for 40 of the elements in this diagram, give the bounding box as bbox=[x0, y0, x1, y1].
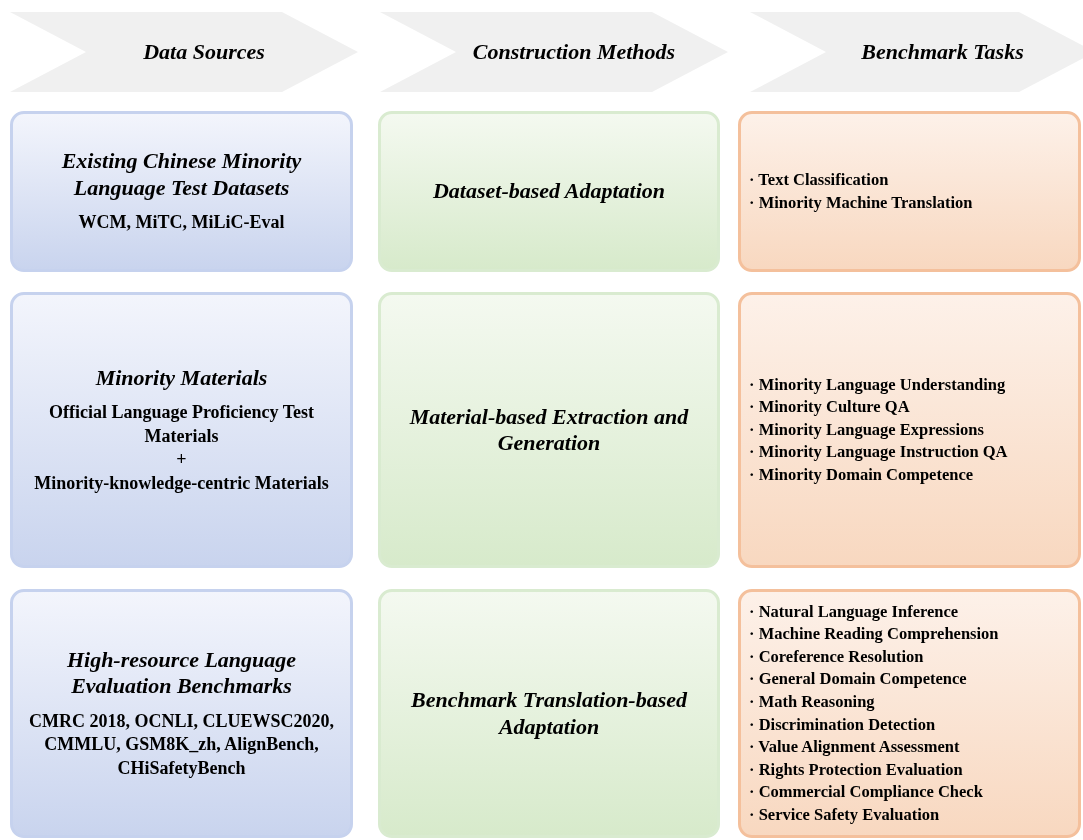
task-item: · Math Reasoning bbox=[749, 690, 875, 713]
method-card bbox=[378, 111, 720, 272]
method-card bbox=[378, 589, 720, 838]
task-item: · Rights Protection Evaluation bbox=[749, 758, 963, 781]
task-item: · Natural Language Inference bbox=[749, 600, 959, 623]
task-item: · Text Classification bbox=[749, 168, 889, 191]
task-item: · Machine Reading Comprehension bbox=[749, 623, 999, 646]
method-card bbox=[378, 292, 720, 568]
source-detail: Minority-knowledge-centric Materials bbox=[34, 471, 329, 495]
method-title: Dataset-based Adaptation bbox=[433, 178, 665, 205]
task-item: · Discrimination Detection bbox=[749, 713, 936, 736]
method-title: Benchmark Translation-based Adaptation bbox=[409, 687, 689, 740]
task-card bbox=[738, 111, 1081, 272]
source-card bbox=[10, 589, 353, 838]
method-title: Material-based Extraction and Generation bbox=[408, 403, 690, 457]
source-title: Minority Materials bbox=[95, 365, 268, 392]
source-detail: + bbox=[176, 448, 187, 472]
source-title: High-resource Language Evaluation Benchmarks bbox=[65, 647, 298, 700]
source-card bbox=[10, 292, 353, 568]
task-item: · Minority Language Understanding bbox=[749, 373, 1006, 396]
task-item: · Minority Domain Competence bbox=[749, 463, 974, 486]
column-header: Data Sources bbox=[142, 39, 266, 65]
column-header: Benchmark Tasks bbox=[860, 39, 1025, 65]
task-card bbox=[738, 589, 1081, 838]
task-item: · Commercial Compliance Check bbox=[749, 781, 983, 804]
source-detail: WCM, MiTC, MiLiC-Eval bbox=[78, 211, 285, 235]
task-item: · Minority Machine Translation bbox=[749, 191, 973, 214]
column-header: Construction Methods bbox=[471, 39, 677, 65]
source-detail: CMRC 2018, OCNLI, CLUEWSC2020, CMMLU, GSM8K_zh, AlignBench, CHiSafetyBench bbox=[28, 709, 335, 780]
task-item: · Minority Language Instruction QA bbox=[749, 441, 1008, 464]
source-title: Existing Chinese Minority Language Test Datasets bbox=[60, 148, 303, 202]
task-item: · Value Alignment Assessment bbox=[749, 736, 960, 759]
task-item: · General Domain Competence bbox=[749, 668, 967, 691]
task-item: · Minority Culture QA bbox=[749, 396, 910, 419]
task-card bbox=[738, 292, 1081, 568]
task-item: · Coreference Resolution bbox=[749, 645, 924, 668]
task-item: · Minority Language Expressions bbox=[749, 418, 984, 441]
source-detail: Official Language Proficiency Test Materials bbox=[47, 401, 316, 448]
source-card bbox=[10, 111, 353, 272]
task-item: · Service Safety Evaluation bbox=[749, 803, 940, 826]
